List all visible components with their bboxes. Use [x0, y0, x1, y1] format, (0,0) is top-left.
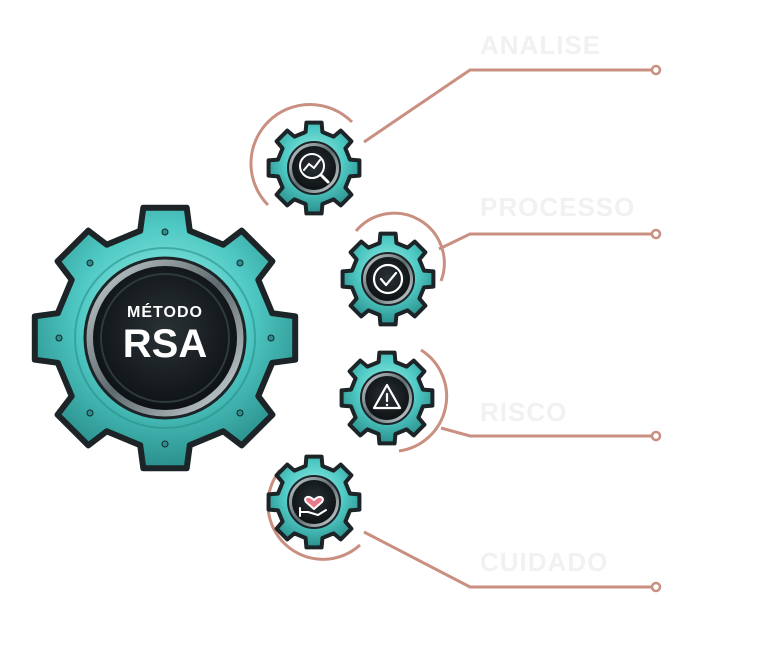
chart-magnifier-icon	[299, 153, 330, 184]
branch-label-1: ANALISE	[480, 30, 602, 60]
gear-2	[340, 231, 436, 327]
gear-1	[266, 120, 362, 216]
branch-label-3: RISCO	[480, 397, 568, 427]
hand-heart-icon	[299, 495, 327, 517]
main-title-small: MÉTODO	[127, 304, 203, 321]
connector-1	[363, 68, 656, 144]
connector-3	[440, 426, 656, 438]
warning-icon	[372, 383, 402, 410]
endpoint-4	[650, 581, 662, 593]
connector-lines	[249, 68, 656, 589]
arc-3	[398, 348, 449, 453]
endpoint-3	[650, 430, 662, 442]
gear-4	[266, 454, 362, 550]
connector-2	[438, 232, 656, 251]
arc-4	[266, 469, 362, 561]
endpoint-2	[650, 228, 662, 240]
endpoint-1	[650, 64, 662, 76]
arc-2	[354, 211, 446, 282]
branch-label-2: PROCESSO	[480, 192, 636, 222]
main-title-large: RSA	[122, 322, 208, 366]
connector-endpoints	[650, 64, 662, 593]
arc-1	[249, 102, 354, 207]
main-gear-bolts	[55, 228, 275, 448]
main-gear	[31, 204, 299, 472]
gear-3	[339, 350, 435, 446]
checkmark-icon	[372, 263, 404, 295]
branch-label-4: CUIDADO	[480, 547, 609, 577]
connector-4	[363, 530, 656, 589]
